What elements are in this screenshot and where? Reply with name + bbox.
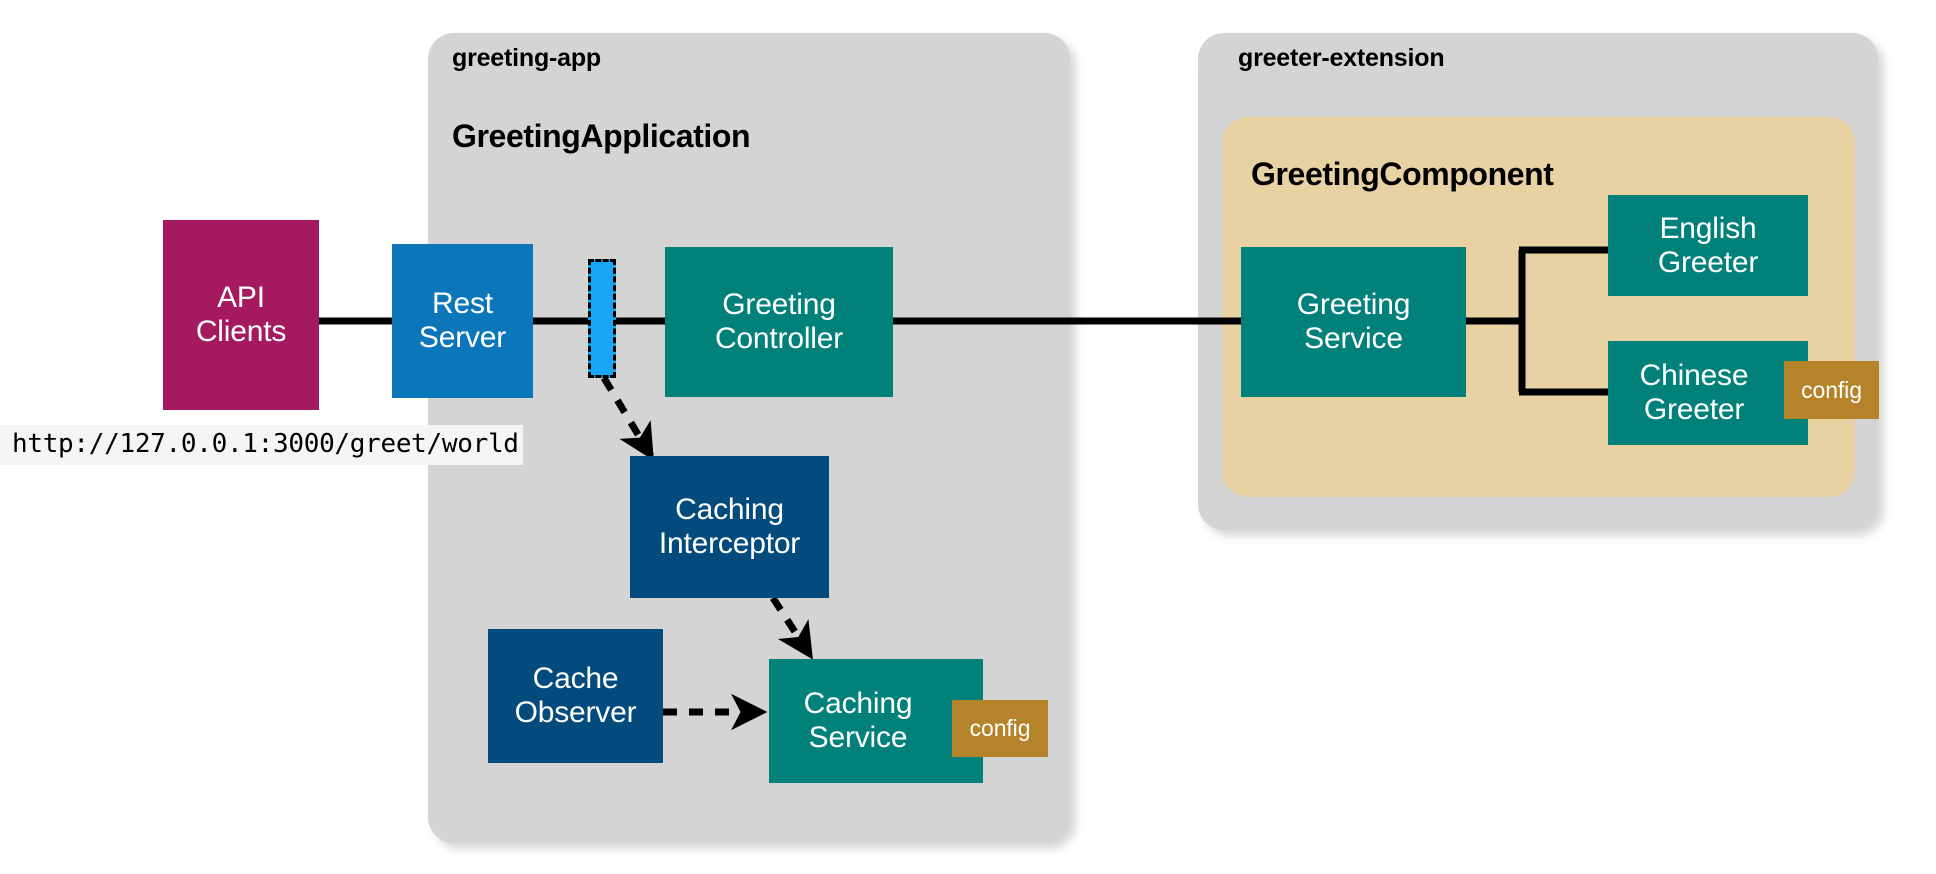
node-api-clients[interactable]: API Clients bbox=[163, 220, 319, 410]
node-sequence-marker[interactable] bbox=[588, 259, 616, 378]
node-api-clients-line1: API bbox=[217, 281, 265, 315]
group-title-greeting-component: GreetingComponent bbox=[1251, 156, 1554, 192]
badge-caching-service-config[interactable]: config bbox=[952, 700, 1048, 757]
node-rest-server-line1: Rest bbox=[432, 287, 493, 321]
node-caching-service[interactable]: Caching Service bbox=[769, 659, 983, 783]
group-tag-greeter-extension: greeter-extension bbox=[1238, 44, 1445, 72]
node-cache-observer-line1: Cache bbox=[532, 662, 619, 696]
node-english-greeter-line2: Greeter bbox=[1657, 245, 1759, 279]
node-rest-server[interactable]: Rest Server bbox=[392, 244, 533, 398]
node-rest-server-line2: Server bbox=[418, 321, 507, 354]
node-greeting-service-line1: Greeting bbox=[1296, 288, 1411, 322]
node-cache-observer-line2: Observer bbox=[514, 696, 637, 729]
node-greeting-service-line2: Service bbox=[1304, 322, 1403, 355]
node-greeting-controller-line2: Controller bbox=[714, 322, 844, 355]
node-caching-interceptor-line2: Interceptor bbox=[658, 527, 801, 560]
node-english-greeter[interactable]: English Greeter bbox=[1608, 195, 1808, 296]
node-cache-observer[interactable]: Cache Observer bbox=[488, 629, 663, 763]
node-caching-service-line1: Caching bbox=[803, 687, 913, 721]
node-greeting-service[interactable]: Greeting Service bbox=[1241, 247, 1466, 397]
group-tag-greeting-app: greeting-app bbox=[452, 44, 601, 72]
group-title-greeting-application: GreetingApplication bbox=[452, 118, 751, 154]
node-caching-interceptor-line1: Caching bbox=[675, 493, 784, 527]
node-caching-interceptor[interactable]: Caching Interceptor bbox=[630, 456, 829, 598]
annotation-request-url: http://127.0.0.1:3000/greet/world bbox=[0, 425, 523, 465]
node-chinese-greeter[interactable]: Chinese Greeter bbox=[1608, 341, 1808, 445]
node-chinese-greeter-line2: Greeter bbox=[1643, 393, 1745, 426]
node-greeting-controller[interactable]: Greeting Controller bbox=[665, 247, 893, 397]
node-greeting-controller-line1: Greeting bbox=[722, 288, 836, 322]
node-caching-service-line2: Service bbox=[808, 721, 908, 754]
node-english-greeter-line1: English bbox=[1659, 211, 1757, 245]
node-api-clients-line2: Clients bbox=[195, 315, 287, 348]
badge-chinese-greeter-config[interactable]: config bbox=[1784, 361, 1879, 419]
node-chinese-greeter-line1: Chinese bbox=[1639, 359, 1749, 393]
